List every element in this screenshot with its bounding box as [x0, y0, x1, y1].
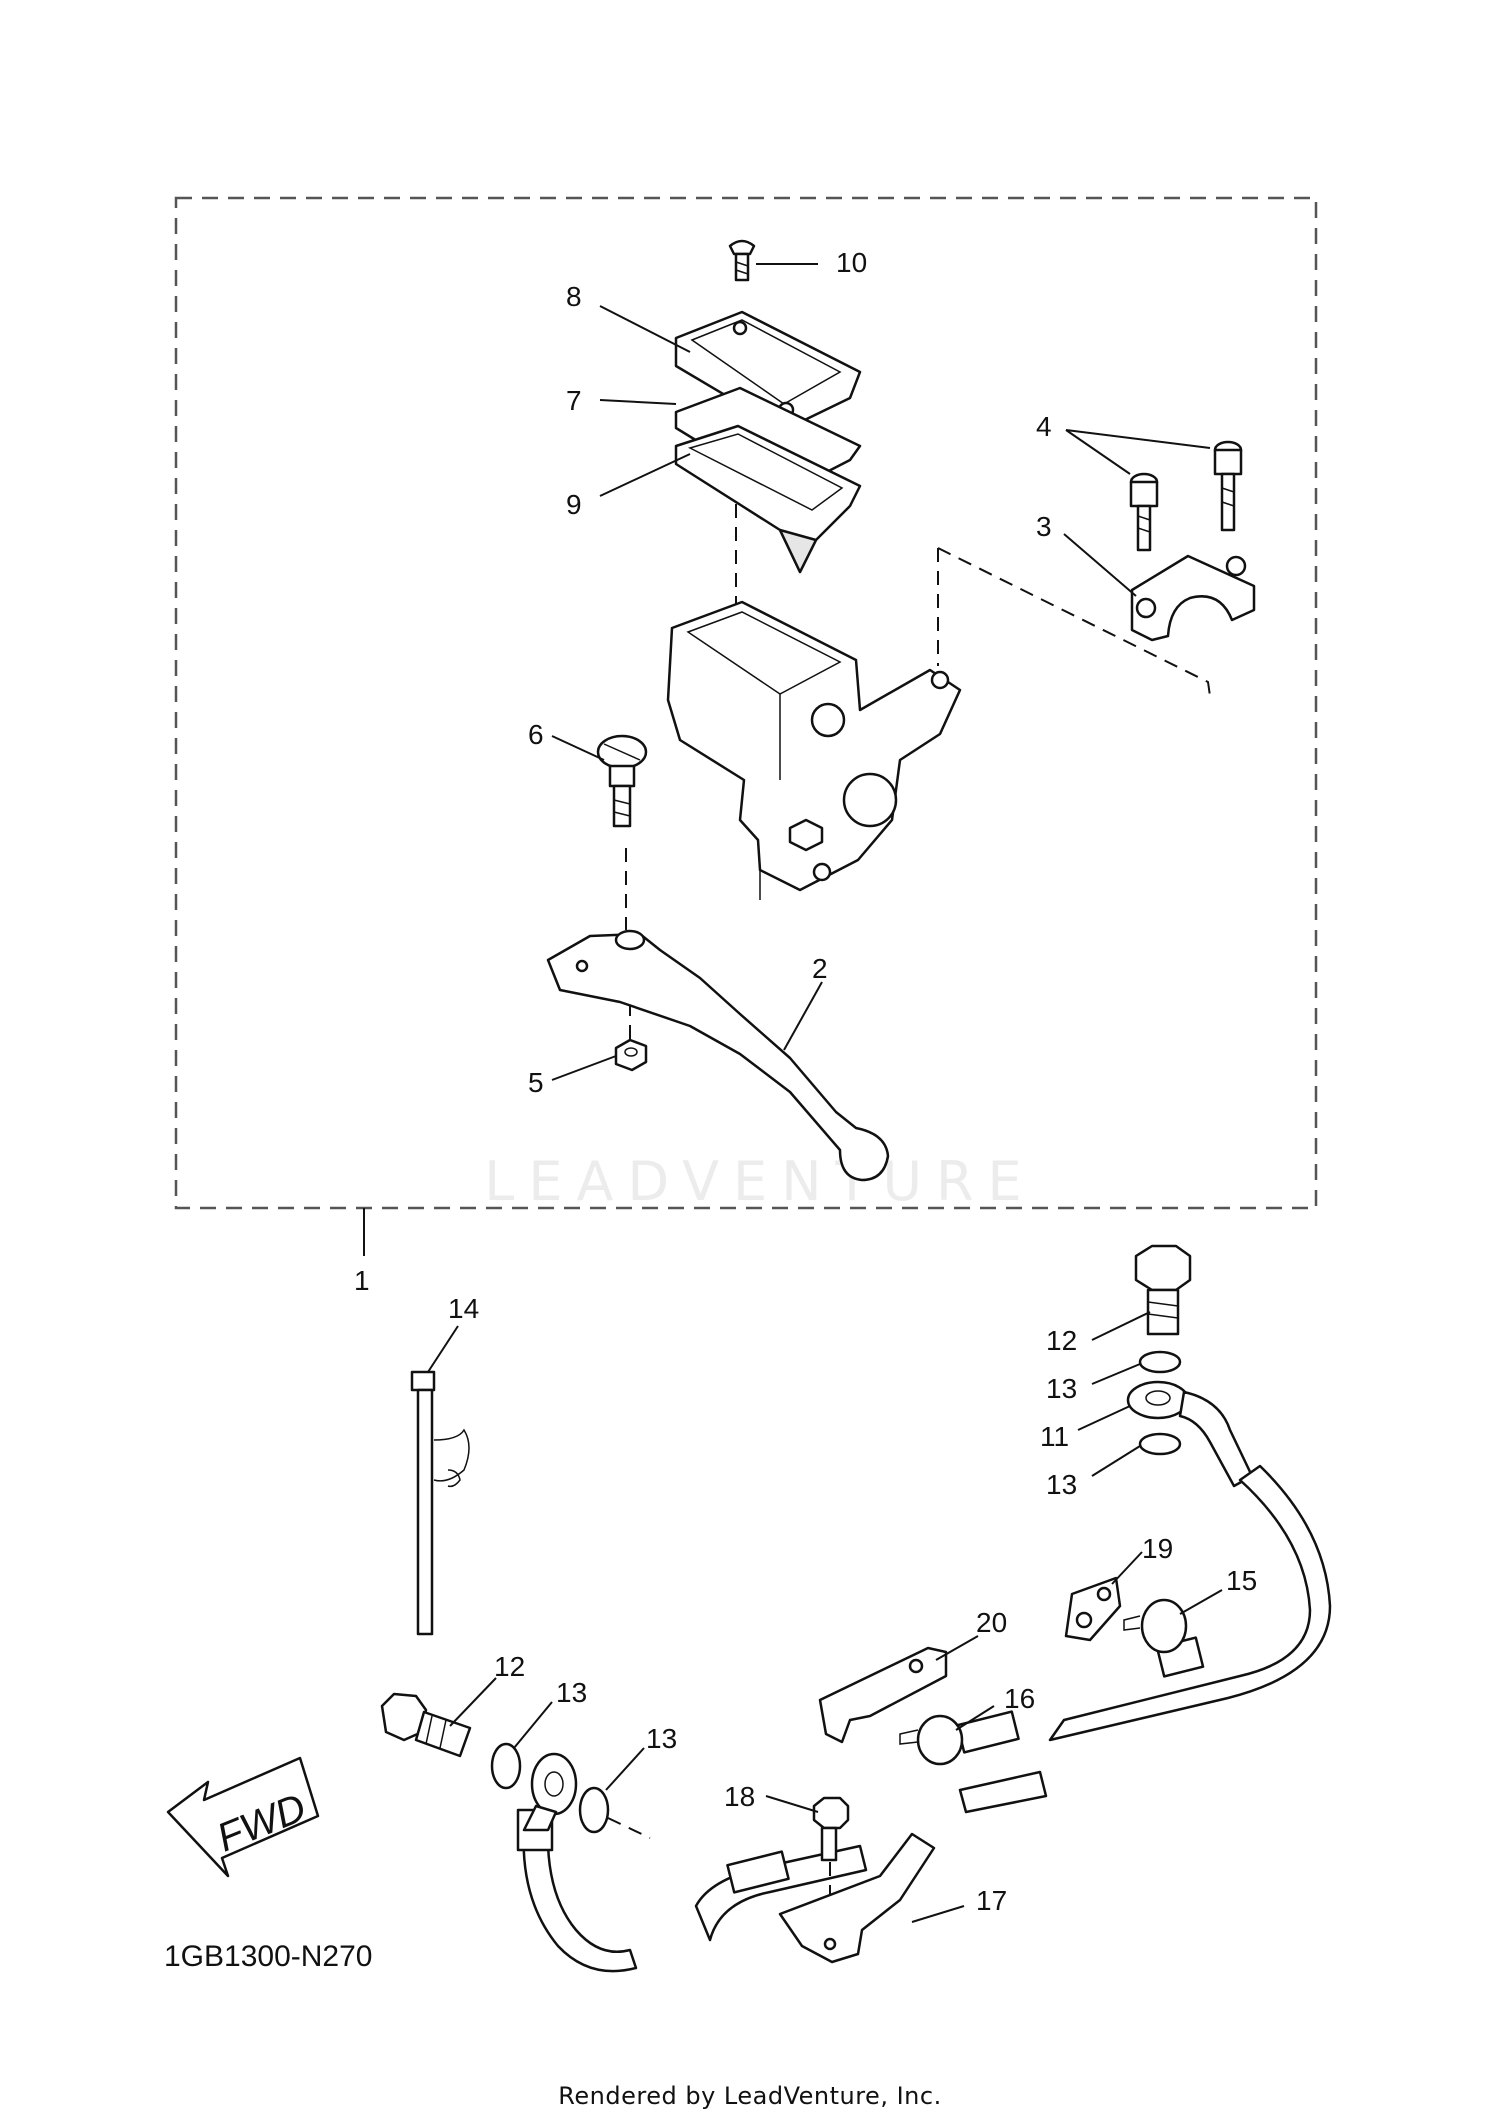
part-13-washer-a [1138, 1350, 1182, 1374]
leader-20 [935, 1635, 979, 1661]
leader-13-c [513, 1701, 553, 1749]
brake-hose-left [522, 1826, 638, 1973]
leader-14 [427, 1325, 459, 1373]
leader-15 [1179, 1589, 1223, 1615]
callout-13-c: 13 [556, 1677, 587, 1708]
part-3-holder [1130, 554, 1256, 642]
leader-17 [911, 1905, 965, 1923]
lower-banjo-fitting [522, 1752, 578, 1832]
callout-9: 9 [566, 489, 582, 520]
fwd-arrow: FWD [166, 1756, 320, 1878]
part-11-banjo-fitting [1126, 1380, 1254, 1488]
part-13-washer-c [490, 1742, 522, 1790]
leader-3 [1063, 533, 1137, 597]
callout-11: 11 [1040, 1421, 1069, 1452]
callout-18: 18 [724, 1781, 755, 1812]
brake-hose-mid [958, 1770, 1048, 1814]
callout-2: 2 [812, 953, 828, 984]
alignment-line-holder-2 [937, 547, 1211, 697]
callout-13-d: 13 [646, 1723, 677, 1754]
part-13-washer-d [578, 1786, 610, 1834]
footer-credit: Rendered by LeadVenture, Inc. [558, 2082, 942, 2110]
leader-13-b [1091, 1445, 1141, 1477]
part-16-clamp [899, 1714, 964, 1766]
kit-boundary-box [174, 196, 1318, 1210]
alignment-line-lower-banjo [607, 1817, 651, 1839]
callout-13-a: 13 [1046, 1373, 1077, 1404]
diagram-code: 1GB1300-N270 [164, 1940, 373, 1973]
leader-19 [1111, 1551, 1143, 1585]
brake-hose-lower [694, 1844, 868, 1942]
callout-5: 5 [528, 1067, 544, 1098]
part-15-clamp [1123, 1598, 1188, 1654]
leader-7 [599, 399, 677, 405]
part-10-screw [728, 239, 756, 282]
part-4-bolt-a [1129, 472, 1159, 552]
callout-13-b: 13 [1046, 1469, 1077, 1500]
leader-2 [783, 981, 823, 1051]
leader-13-d [605, 1747, 645, 1791]
part-5-nut [614, 1038, 648, 1072]
leader-8 [599, 305, 691, 353]
callout-19: 19 [1142, 1533, 1173, 1564]
hose-ferrule-2 [956, 1710, 1020, 1754]
part-18-bolt [812, 1796, 850, 1862]
callout-14: 14 [448, 1293, 479, 1324]
callout-12-lower: 12 [494, 1651, 525, 1682]
leader-12-lower [449, 1677, 497, 1727]
leader-6 [551, 735, 605, 761]
part-2-lever [546, 929, 890, 1182]
callout-17: 17 [976, 1885, 1007, 1916]
hose-ferrule-3 [726, 1850, 790, 1894]
brake-hose [1048, 1464, 1332, 1742]
leader-16 [955, 1705, 995, 1731]
callout-16: 16 [1004, 1683, 1035, 1714]
callout-7: 7 [566, 385, 582, 416]
leader-13-a [1091, 1363, 1141, 1385]
leader-4a [1065, 429, 1131, 475]
leader-11 [1077, 1405, 1131, 1431]
leader-18 [765, 1795, 819, 1813]
part-9-diaphragm [674, 424, 862, 574]
callout-3: 3 [1036, 511, 1052, 542]
part-17-guide [778, 1832, 936, 1964]
leader-12-upper [1091, 1311, 1151, 1341]
callout-10: 10 [836, 247, 867, 278]
watermark: LEADVENTURE [484, 1150, 1036, 1213]
callout-4: 4 [1036, 411, 1052, 442]
leader-5 [551, 1055, 617, 1081]
part-12-banjo-bolt-upper [1134, 1244, 1192, 1336]
part-13-washer-b [1138, 1432, 1182, 1456]
callout-1: 1 [354, 1265, 370, 1296]
callout-12-upper: 12 [1046, 1325, 1077, 1356]
part-6-pivot-bolt [596, 734, 648, 828]
master-cylinder-body [666, 600, 962, 900]
part-19-bracket [1064, 1576, 1122, 1642]
callout-15: 15 [1226, 1565, 1257, 1596]
callout-6: 6 [528, 719, 544, 750]
callout-8: 8 [566, 281, 582, 312]
part-4-bolt-b [1213, 440, 1243, 532]
part-12-banjo-bolt-lower [380, 1692, 472, 1758]
part-20-bracket [818, 1646, 948, 1744]
part-14-cable-tie [410, 1370, 470, 1636]
callout-20: 20 [976, 1607, 1007, 1638]
leader-4b [1065, 429, 1211, 449]
leader-9 [599, 453, 691, 497]
